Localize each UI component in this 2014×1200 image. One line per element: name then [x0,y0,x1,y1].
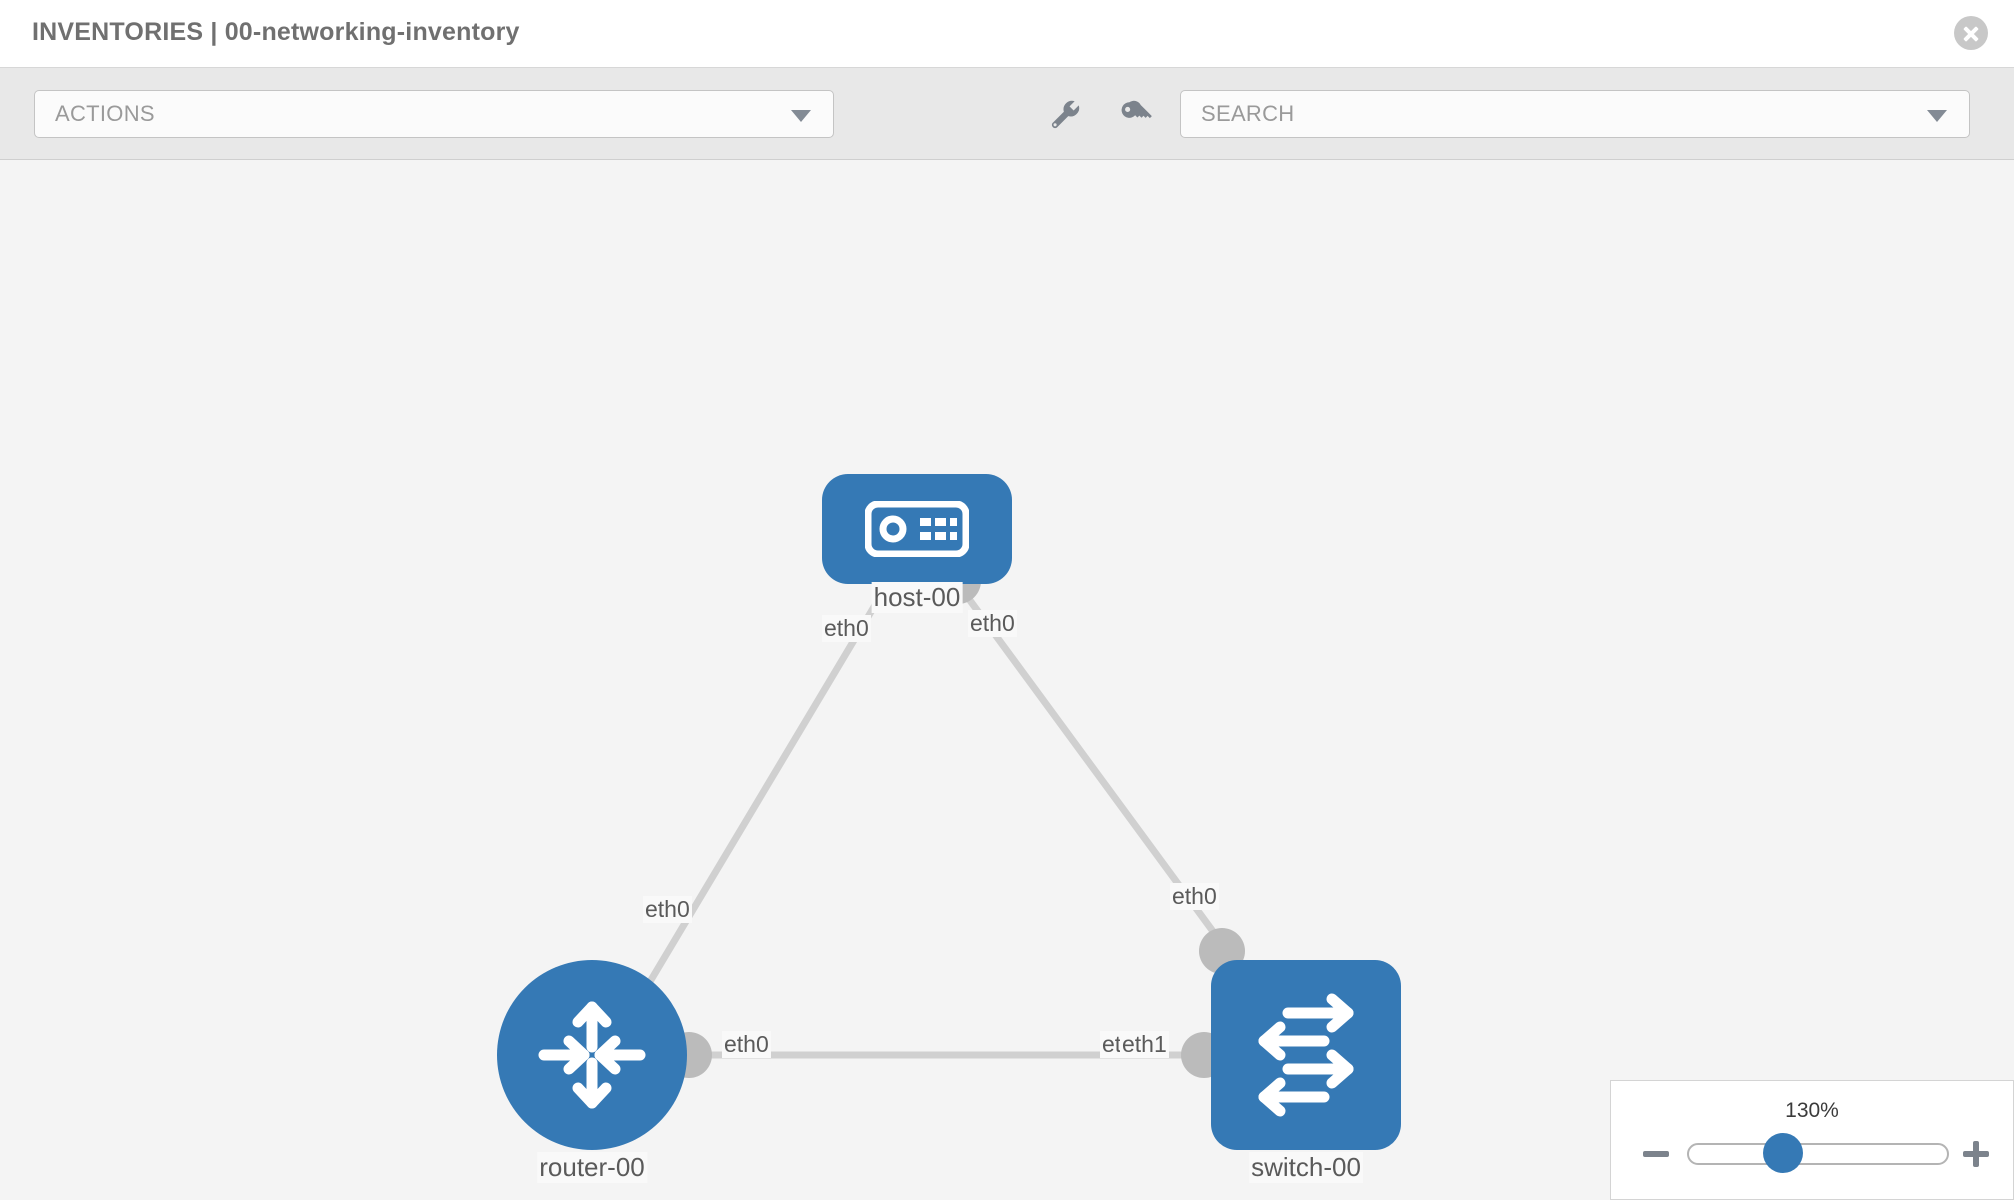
interface-label-host-right[interactable]: eth0 [968,610,1017,637]
node-label-switch-00: switch-00 [1249,1152,1363,1183]
plus-icon[interactable] [1961,1139,1991,1169]
header-bar: INVENTORIES | 00-networking-inventory [0,0,2014,68]
interface-label-router-top[interactable]: eth0 [643,896,692,923]
wrench-icon-glyph [1051,100,1080,129]
topology-canvas[interactable]: host-00 router-00 [0,160,2014,1200]
zoom-control-panel[interactable]: 130% [1610,1080,2014,1200]
chevron-down-icon[interactable] [1927,110,1947,122]
zoom-level-label: 130% [1785,1099,1839,1122]
search-placeholder: SEARCH [1201,101,1295,126]
zoom-slider-thumb[interactable] [1763,1133,1803,1173]
switch-arrows-icon [1258,993,1354,1117]
interface-label-host-left[interactable]: eth0 [822,615,871,642]
actions-dropdown[interactable]: ACTIONS [34,90,834,138]
key-icon[interactable] [1118,98,1152,132]
actions-dropdown-label: ACTIONS [55,101,155,126]
interface-label-router-right[interactable]: eth0 [722,1031,771,1058]
server-icon [865,501,969,557]
node-label-router-00: router-00 [537,1152,647,1183]
host-node-shape[interactable] [822,474,1012,584]
wrench-icon[interactable] [1048,98,1082,132]
router-node-shape[interactable] [497,960,687,1150]
key-icon-glyph [1121,100,1152,119]
toolbar: ACTIONS SEARCH [0,68,2014,160]
node-router-00[interactable]: router-00 [497,960,687,1183]
minus-icon[interactable] [1641,1139,1671,1169]
chevron-down-icon[interactable] [791,110,811,122]
topology-links [641,576,1249,1059]
node-host-00[interactable]: host-00 [822,474,1012,613]
switch-node-shape[interactable] [1211,960,1401,1150]
link-host-switch[interactable] [951,576,1249,979]
interface-label-switch-left-b[interactable]: eth1 [1120,1031,1169,1058]
router-arrows-icon [538,1001,646,1109]
close-icon[interactable] [1954,16,1988,50]
zoom-slider-track[interactable] [1687,1143,1949,1165]
page-title: INVENTORIES | 00-networking-inventory [32,18,520,46]
interface-label-switch-top[interactable]: eth0 [1170,883,1219,910]
node-label-host-00: host-00 [871,582,963,613]
search-input[interactable]: SEARCH [1180,90,1970,138]
node-switch-00[interactable]: switch-00 [1211,960,1401,1183]
